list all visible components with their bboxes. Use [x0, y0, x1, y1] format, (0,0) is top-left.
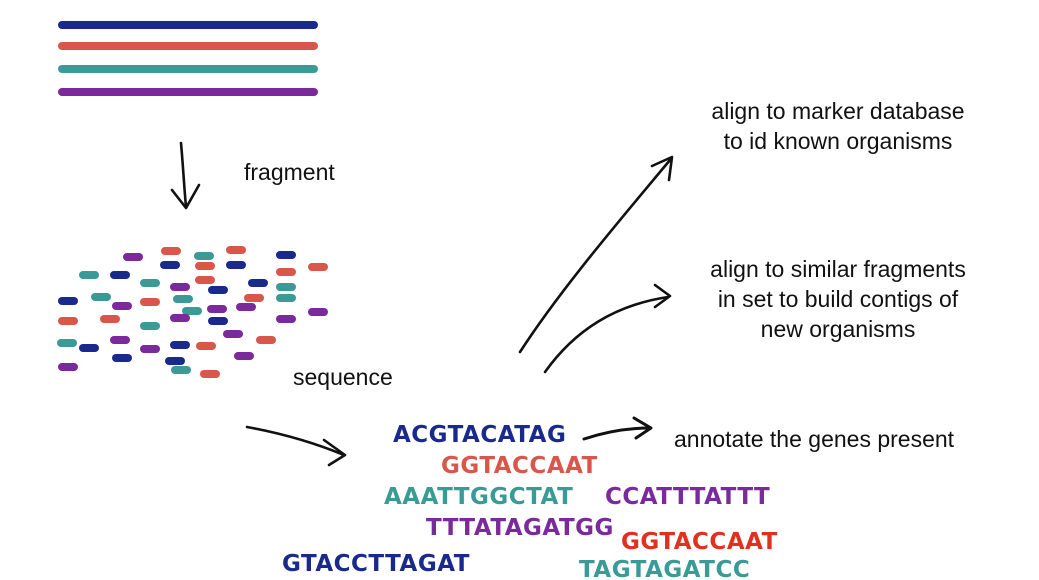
sequence-read: ACGTACATAG: [393, 422, 567, 448]
align-marker-arrow: [518, 155, 674, 354]
genome-strands: [58, 21, 318, 96]
align-similar-line-1: align to similar fragments: [710, 256, 966, 282]
align-marker-line-2: to id known organisms: [723, 127, 953, 154]
fragment-pile: [57, 246, 328, 378]
align-similar-arrow: [543, 283, 672, 374]
sequence-read: GGTACCAAT: [441, 453, 598, 479]
fragment-arrow: [170, 141, 201, 210]
sequence-read: TAGTAGATCC: [579, 557, 751, 580]
annotate-arrow: [582, 416, 653, 441]
annotate-label: annotate the genes present: [674, 426, 955, 452]
fragment-label: fragment: [244, 159, 335, 185]
sequence-arrow: [245, 425, 347, 467]
align-similar-line-3: new organisms: [760, 315, 916, 342]
align-marker-text: align to marker database to id known org…: [668, 97, 1008, 157]
align-similar-text: align to similar fragments in set to bui…: [668, 255, 1008, 345]
sequence-read: CCATTTATTT: [605, 484, 771, 510]
align-similar-line-2: in set to build contigs of: [717, 285, 959, 312]
sequence-read: TTTATAGATGG: [426, 515, 614, 541]
sequence-read: AAATTGGCTAT: [384, 484, 574, 510]
sequence-read: GGTACCAAT: [621, 529, 778, 555]
sequence-read: GTACCTTAGAT: [282, 551, 470, 577]
sequence-label: sequence: [293, 364, 393, 390]
align-marker-line-1: align to marker database: [711, 98, 965, 124]
